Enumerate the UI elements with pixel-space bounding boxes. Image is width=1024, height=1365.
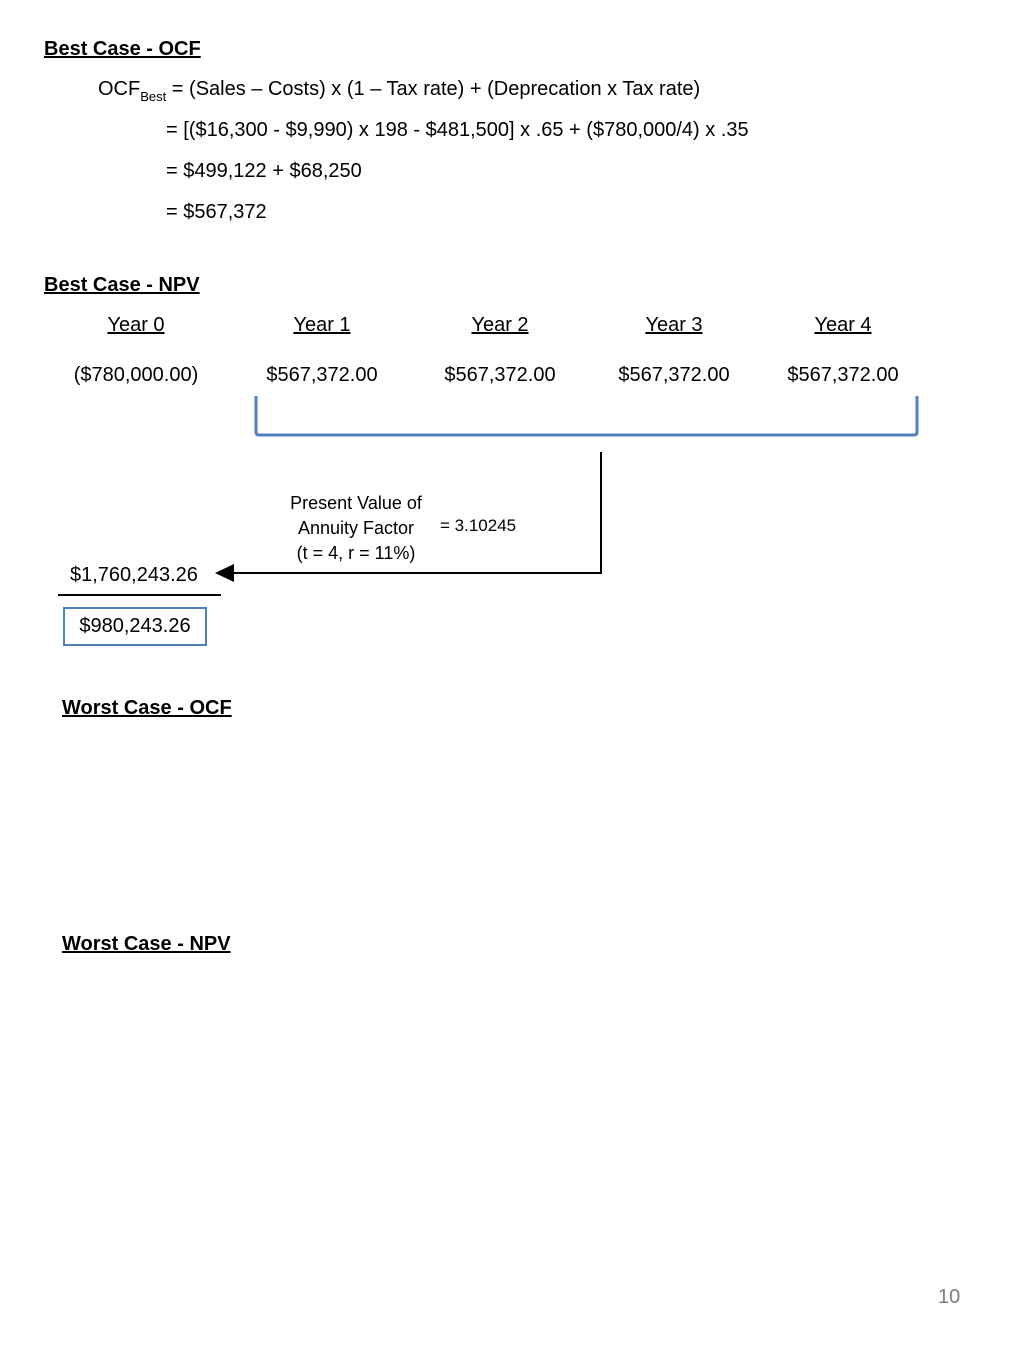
year-1-label: Year 1 (293, 314, 351, 336)
ocf-step-1: = [($16,300 - $9,990) x 198 - $481,500] … (166, 119, 749, 141)
pv-label-line-2: Annuity Factor (297, 518, 415, 538)
ocf-formula-rest: = (Sales – Costs) x (1 – Tax rate) + (De… (166, 78, 701, 100)
best-case-npv-heading: Best Case - NPV (44, 274, 200, 296)
pv-label-line-1: Present Value of (290, 493, 422, 513)
year-0-label: Year 0 (107, 314, 165, 336)
annuity-factor-value: = 3.10245 (440, 516, 517, 535)
pv-result: $1,760,243.26 (70, 564, 198, 586)
npv-result-box: $980,243.26 (63, 607, 207, 646)
best-case-ocf-heading: Best Case - OCF (44, 38, 201, 60)
ocf-symbol: OCF (98, 78, 141, 100)
cash-flow-year-3: $567,372.00 (618, 364, 730, 386)
annuity-bracket-path (254, 396, 919, 437)
year-3-label: Year 3 (645, 314, 703, 336)
pv-annuity-factor-label: Present Value of Annuity Factor (t = 4, … (270, 491, 442, 566)
year-2-label: Year 2 (471, 314, 529, 336)
cash-flow-year-0: ($780,000.00) (73, 364, 199, 386)
ocf-subscript: Best (140, 89, 167, 104)
annuity-bracket (254, 396, 919, 437)
ocf-step-3: = $567,372 (166, 201, 267, 223)
worst-case-npv-heading: Worst Case - NPV (62, 933, 231, 955)
ocf-formula: OCFBest = (Sales – Costs) x (1 – Tax rat… (98, 78, 701, 104)
cash-flow-year-2: $567,372.00 (444, 364, 556, 386)
page-number: 10 (938, 1286, 961, 1308)
ocf-step-2: = $499,122 + $68,250 (166, 160, 362, 182)
year-4-label: Year 4 (814, 314, 872, 336)
cash-flow-year-4: $567,372.00 (787, 364, 899, 386)
arrow-head-left-icon (215, 564, 234, 582)
npv-result: $980,243.26 (79, 615, 191, 637)
cash-flow-year-1: $567,372.00 (266, 364, 378, 386)
pv-label-line-3: (t = 4, r = 11%) (296, 543, 416, 563)
worst-case-ocf-heading: Worst Case - OCF (62, 697, 232, 719)
